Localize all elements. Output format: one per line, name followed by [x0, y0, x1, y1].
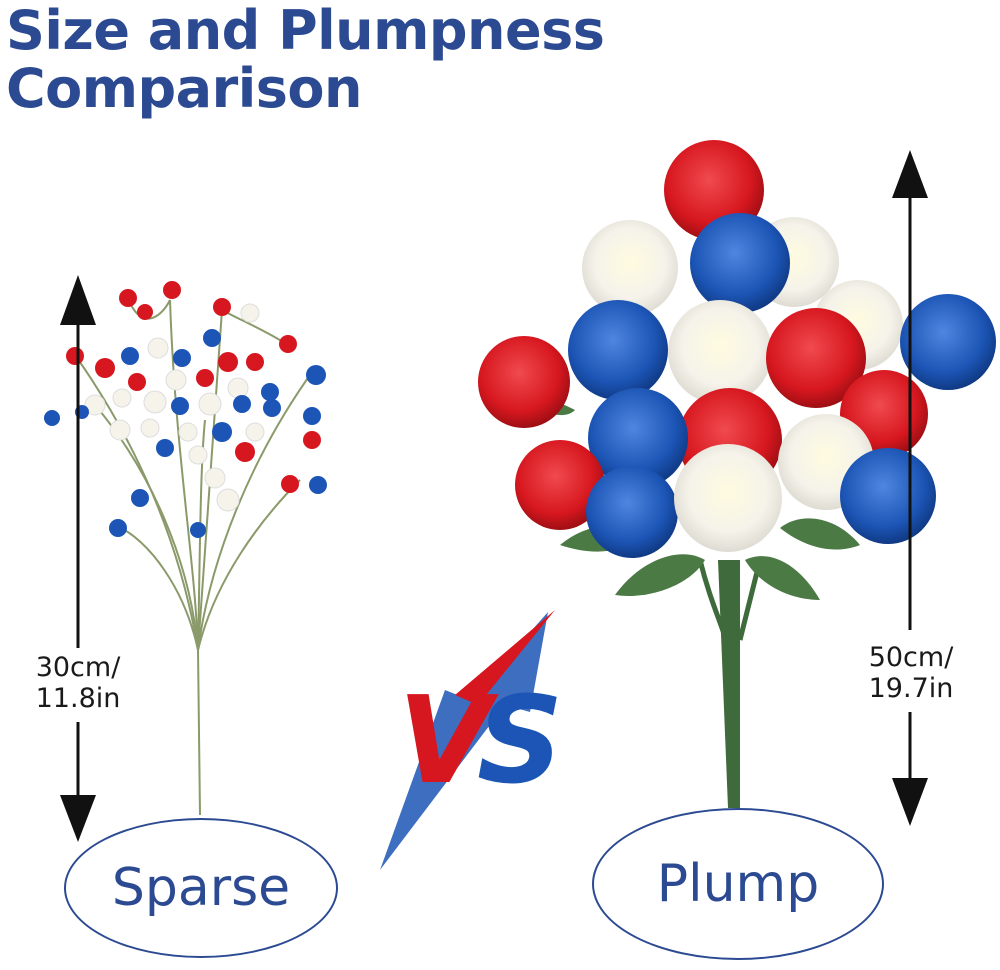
sparse-bouquet — [44, 281, 327, 816]
left-height-arrow — [60, 275, 96, 842]
arrow-up-icon — [60, 275, 96, 325]
arrow-down-icon — [60, 795, 96, 842]
right-height-label: 50cm/ 19.7in — [852, 642, 970, 704]
sparse-label-oval: Sparse — [64, 818, 338, 958]
page-title: Size and Plumpness Comparison — [6, 0, 605, 120]
title-line-2: Comparison — [6, 57, 362, 120]
vs-text: VS — [398, 672, 557, 811]
arrow-up-icon — [892, 150, 928, 198]
plump-blooms — [478, 140, 996, 558]
title-line-1: Size and Plumpness — [6, 0, 605, 62]
sparse-stems — [74, 297, 311, 816]
sparse-label: Sparse — [111, 858, 291, 918]
left-height-in: 11.8in — [35, 683, 121, 714]
left-height-label: 30cm/ 11.8in — [22, 652, 134, 714]
plump-bouquet — [478, 140, 996, 808]
right-height-arrow — [892, 150, 928, 826]
left-height-cm: 30cm/ — [35, 652, 121, 683]
right-height-cm: 50cm/ — [868, 642, 954, 673]
sparse-blossoms — [44, 281, 327, 538]
plump-label: Plump — [656, 854, 820, 914]
plump-stem — [697, 559, 763, 808]
plump-label-oval: Plump — [592, 808, 884, 960]
right-height-in: 19.7in — [868, 673, 954, 704]
arrow-down-icon — [892, 778, 928, 826]
versus-graphic: VS — [380, 610, 571, 870]
